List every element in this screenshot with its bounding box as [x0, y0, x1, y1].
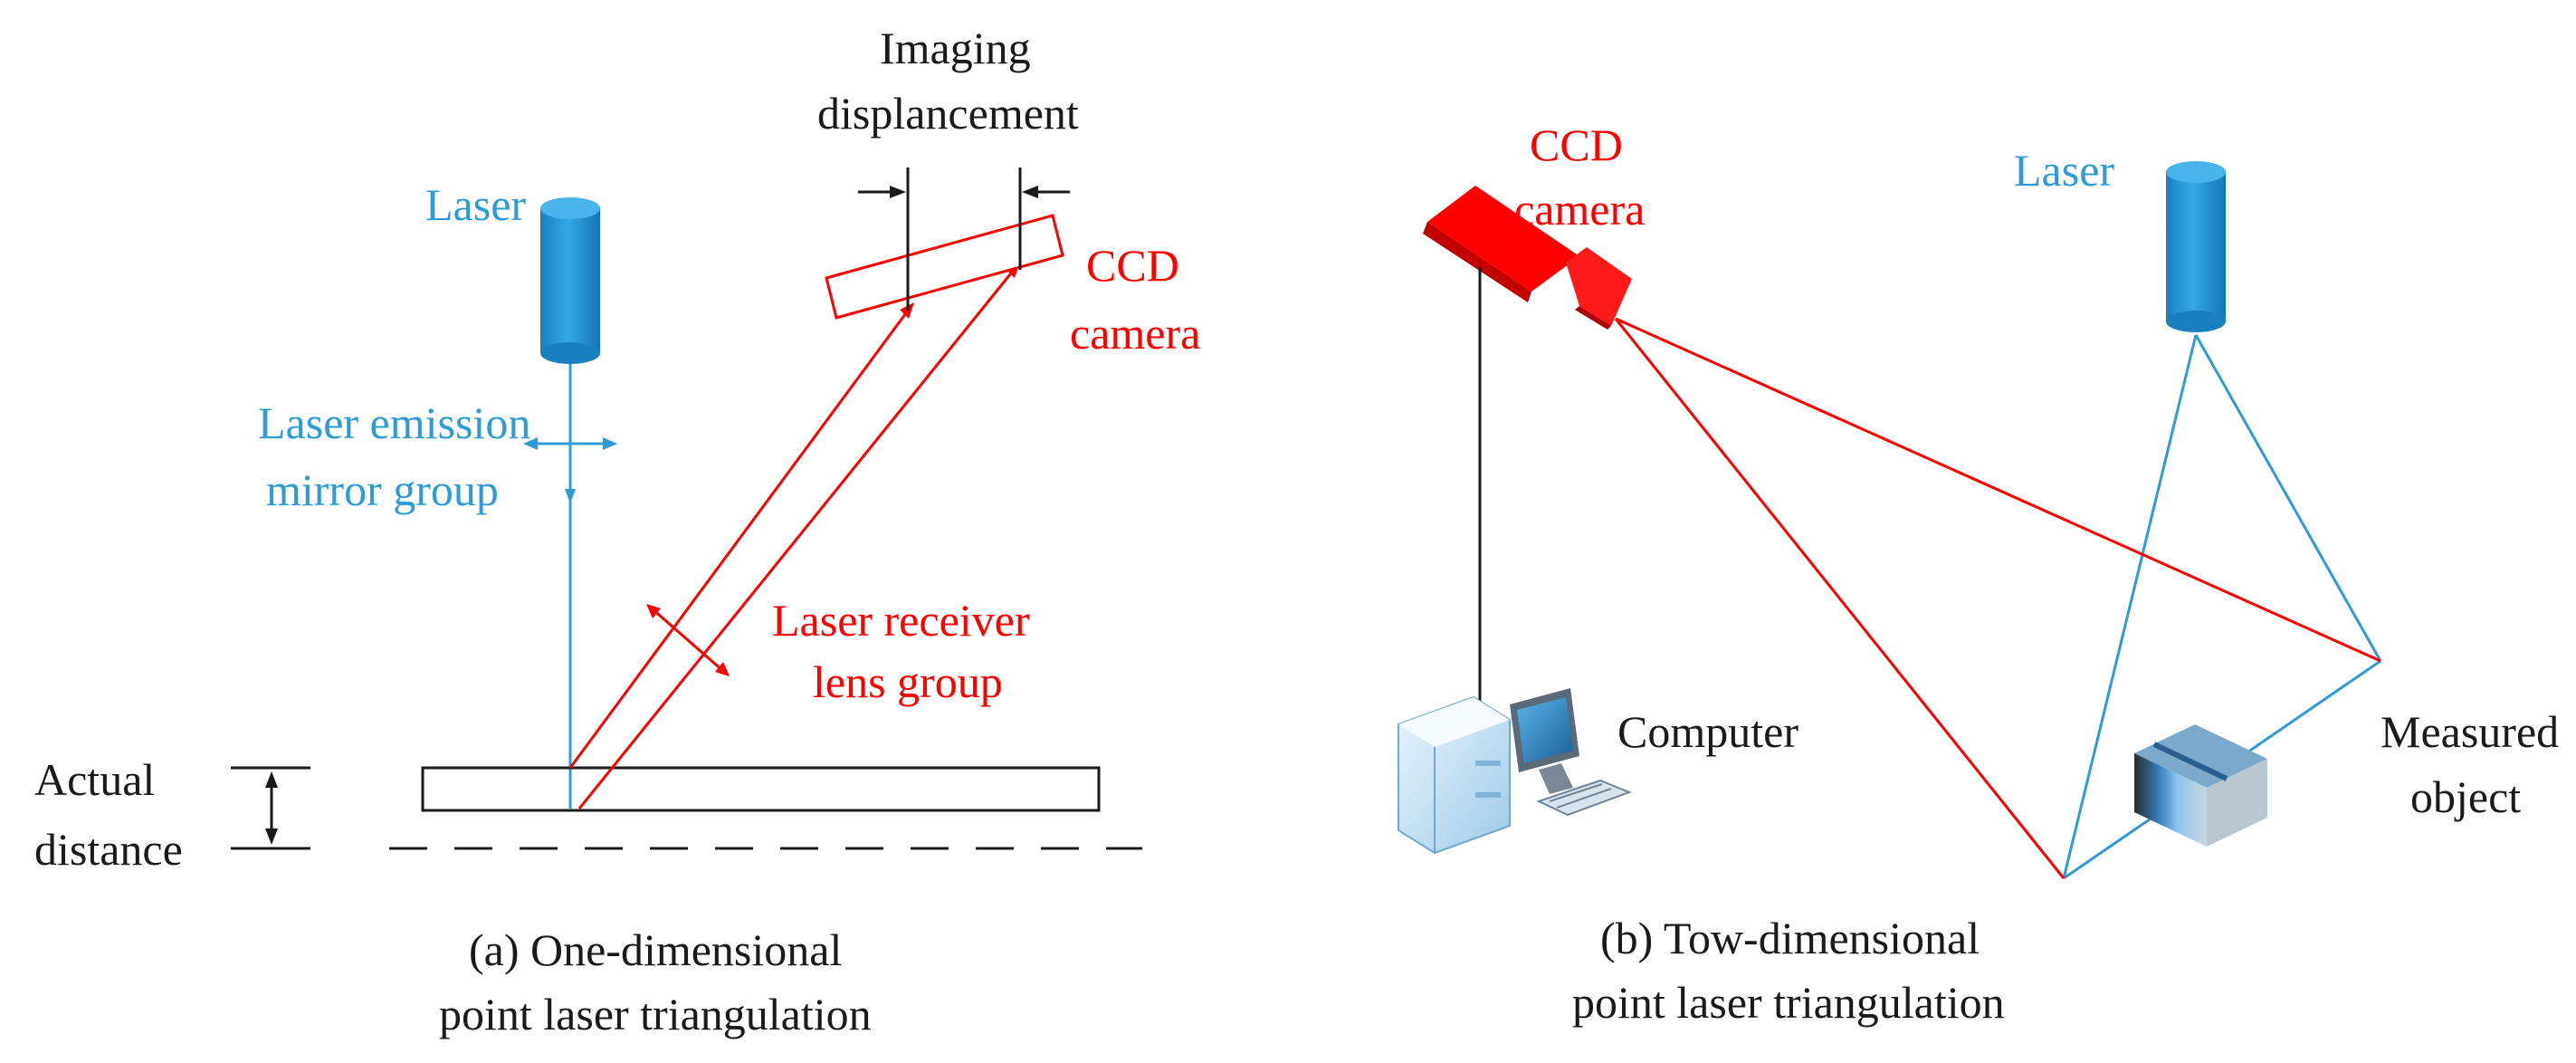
ccd-label-a-line2: camera	[1070, 308, 1200, 359]
reflected-rays-a	[568, 262, 1020, 809]
camera-rays-b	[1614, 317, 2381, 879]
caption-a-line1: (a) One-dimensional	[469, 924, 842, 975]
measured-surface-a	[421, 766, 1101, 812]
caption-a-line2: point laser triangulation	[439, 989, 872, 1039]
beam-arrow-a	[565, 489, 576, 503]
imaging-displacement-marker	[858, 168, 1070, 311]
emission-label-line2: mirror group	[266, 464, 499, 515]
receiver-lens-arrow	[646, 604, 730, 676]
imaging-label-line2: displancement	[817, 88, 1079, 139]
ccd-camera-icon	[1423, 186, 1632, 330]
caption-b-line2: point laser triangulation	[1572, 977, 2005, 1028]
actual-distance-marker	[231, 766, 310, 850]
ccd-label-b-line2: camera	[1514, 184, 1645, 235]
emission-label-line1: Laser emission	[258, 397, 530, 448]
laser-cylinder-icon	[540, 197, 600, 364]
receiver-label-line2: lens group	[813, 656, 1003, 707]
caption-b-line1: (b) Tow-dimensional	[1600, 913, 1980, 963]
box-object-icon	[2134, 724, 2267, 847]
receiver-label-line1: Laser receiver	[772, 595, 1030, 646]
ccd-label-b-line1: CCD	[1530, 120, 1623, 170]
ccd-sensor-a	[825, 214, 1064, 320]
laser-cylinder-icon	[2166, 161, 2226, 332]
imaging-label-line1: Imaging	[880, 23, 1031, 73]
laser-label-b: Laser	[2014, 145, 2114, 196]
measured-label-line2: object	[2410, 771, 2521, 822]
actual-distance-line1: Actual	[34, 754, 155, 805]
actual-distance-line2: distance	[34, 824, 183, 875]
emission-mirror-arrow	[523, 437, 617, 450]
ccd-label-a-line1: CCD	[1086, 240, 1179, 291]
computer-label: Computer	[1617, 706, 1798, 757]
measured-label-line1: Measured	[2380, 706, 2559, 757]
laser-label-a: Laser	[425, 179, 526, 230]
panel-a: Laser Laser emission mirror group Actual…	[34, 23, 1200, 1039]
panel-b: CCD camera Computer Laser	[1398, 120, 2559, 1028]
desktop-computer-icon	[1398, 688, 1632, 855]
